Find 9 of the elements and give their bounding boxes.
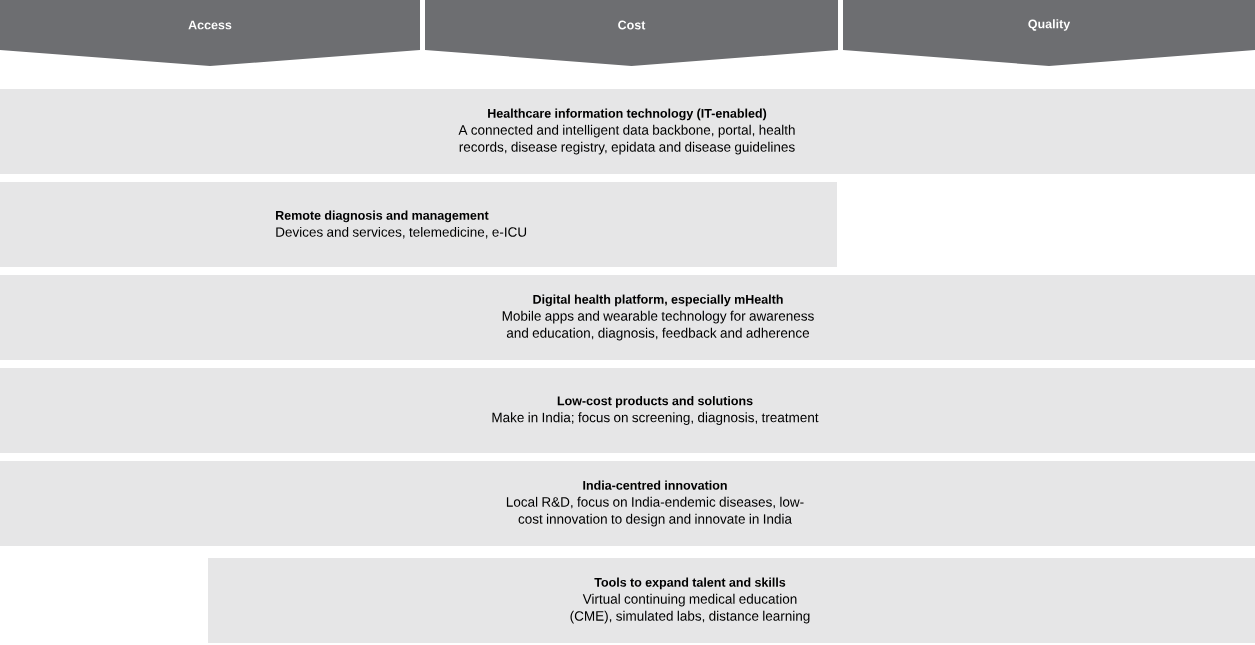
header-banner: Access [0,0,420,66]
header-banner: Cost [425,0,838,66]
text-band: Healthcare information technology (IT-enabled) A connected and intelligent data backbone, portal, health records, disease registry, epidata and disease guidelines [0,89,1255,174]
text-band: Remote diagnosis and management Devices and services, telemedicine, e-ICU [0,182,837,267]
text-band: Low-cost products and solutions Make in India; focus on screening, diagnosis, treatment [0,368,1255,453]
header-banner: Quality [843,0,1255,66]
text-band: India-centred innovation Local R&D, focus on India-endemic diseases, low-cost innovation to design and innovate in India [0,461,1255,546]
text-band: Tools to expand talent and skills Virtual continuing medical education (CME), simulated labs, distance learning [208,558,1255,643]
text-band: Digital health platform, especially mHealth Mobile apps and wearable technology for awareness and education, diagnosis, feedback and adherence [0,275,1255,360]
